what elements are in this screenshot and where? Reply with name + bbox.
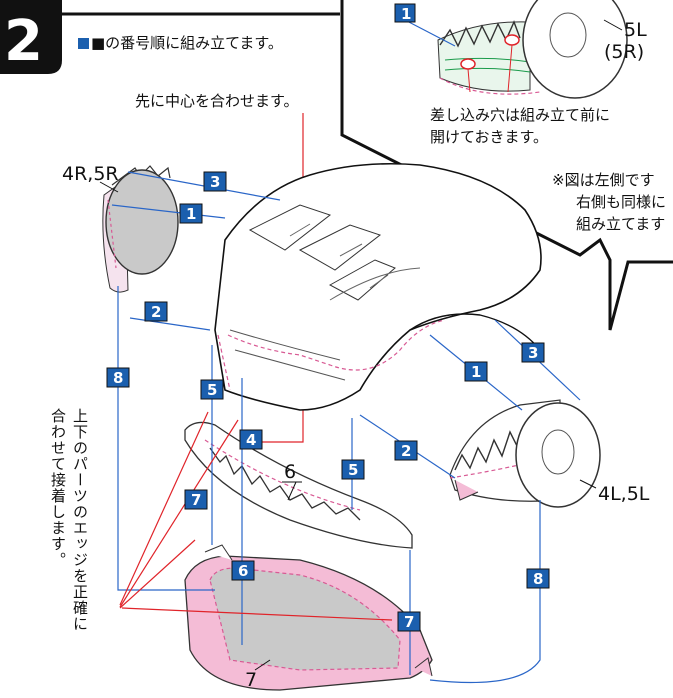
svg-text:3: 3: [210, 173, 220, 191]
holes-note-line2: 開けておきます。: [430, 128, 548, 146]
left-wheel-drawing: [102, 165, 179, 293]
part-6-label: 6: [284, 461, 296, 483]
marker-square-icon: [78, 38, 89, 49]
svg-text:2: 2: [401, 442, 411, 460]
inset-leader: [603, 19, 623, 31]
inset-part-label: 5L: [624, 19, 647, 41]
right-wheel-leader: [579, 479, 597, 489]
svg-text:7: 7: [404, 613, 414, 631]
step-instruction: ■の番号順に組み立てます。: [91, 34, 283, 52]
marker-2-right: 2: [394, 440, 418, 461]
figure-note-line2: 右側も同様に: [576, 193, 666, 211]
svg-text:8: 8: [533, 570, 543, 588]
marker-8-left: 8: [106, 367, 130, 388]
svg-text:5: 5: [207, 381, 217, 399]
marker-5-center: 5: [341, 459, 365, 480]
marker-7-upper: 7: [184, 489, 208, 510]
marker-8-right: 8: [526, 568, 550, 589]
inset-wheel-drawing: [404, 0, 628, 99]
svg-text:7: 7: [191, 491, 201, 509]
figure-note-line1: ※図は左側です: [552, 171, 655, 189]
marker-7-lower: 7: [397, 611, 421, 632]
svg-text:1: 1: [471, 363, 481, 381]
marker-3-right: 3: [521, 342, 545, 363]
edges-note-line1: 上下のパーツのエッジを正確に: [71, 408, 89, 632]
right-wheel-drawing: [449, 399, 601, 508]
left-wheel-label: 4R,5R: [62, 163, 119, 185]
edge-pointer-lines: [119, 411, 393, 621]
body-shell-drawing: [214, 162, 542, 411]
svg-text:5: 5: [348, 461, 358, 479]
inset-part-label-alt: (5R): [604, 41, 644, 63]
svg-text:3: 3: [528, 344, 538, 362]
center-note: 先に中心を合わせます。: [135, 92, 299, 110]
inset-callout-border: [340, 0, 673, 331]
svg-text:8: 8: [113, 369, 123, 387]
svg-text:4: 4: [246, 431, 256, 449]
marker-3-left: 3: [203, 171, 227, 192]
svg-text:6: 6: [238, 562, 248, 580]
left-wheel-leader: [99, 181, 119, 193]
step-badge: 2: [0, 0, 62, 74]
part-7-label: 7: [245, 669, 257, 691]
marker-4: 4: [239, 429, 263, 450]
holes-note-line1: 差し込み穴は組み立て前に: [430, 106, 610, 124]
marker-6: 6: [231, 560, 255, 581]
front-lip-part-6: [184, 421, 413, 549]
svg-text:2: 2: [151, 303, 161, 321]
svg-text:1: 1: [401, 5, 411, 23]
right-wheel-label: 4L,5L: [598, 483, 650, 505]
step-number: 2: [4, 9, 43, 74]
marker-inset-1: 1: [394, 3, 416, 23]
figure-note-line3: 組み立てます: [576, 215, 665, 233]
marker-1-left: 1: [179, 203, 203, 224]
svg-text:1: 1: [186, 205, 196, 223]
edges-note-line2: 合わせて接着します。: [49, 408, 67, 568]
tray-part-7: [184, 544, 433, 691]
marker-1-right: 1: [464, 361, 488, 382]
marker-2-left: 2: [144, 301, 168, 322]
marker-5-left: 5: [200, 379, 224, 400]
